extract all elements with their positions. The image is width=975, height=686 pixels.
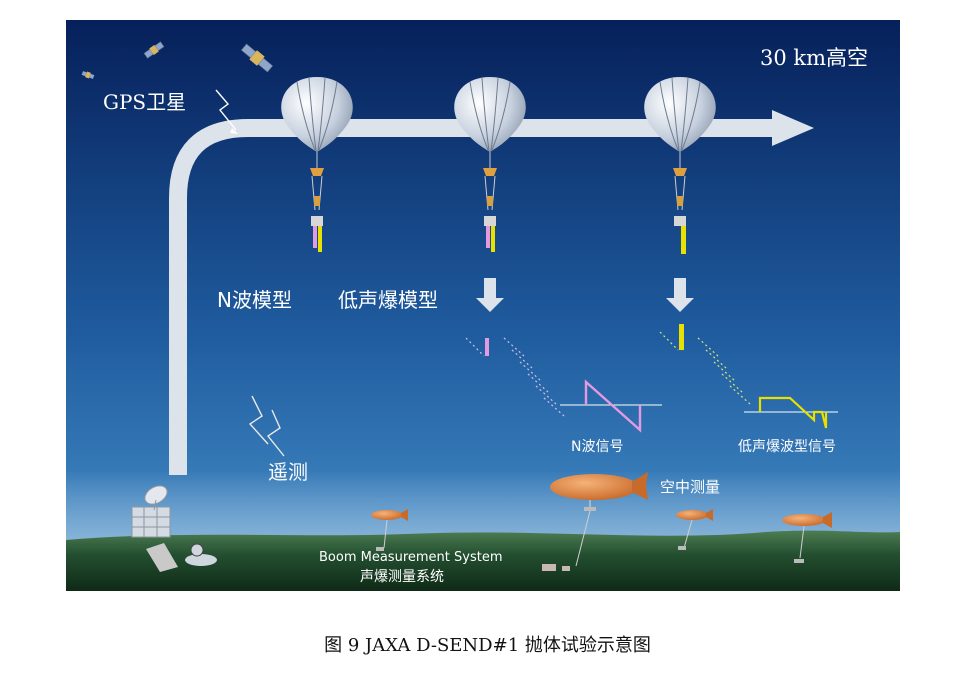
balloon-1 — [281, 77, 353, 252]
horizon-haze — [66, 470, 900, 540]
flight-path-arrowhead — [772, 110, 814, 146]
ground-sensor — [794, 559, 804, 563]
satellite-icon-small — [143, 41, 165, 59]
altitude-label: 30 km高空 — [760, 46, 869, 70]
diagram-canvas — [66, 20, 900, 591]
satellite-icon-large — [240, 43, 274, 73]
n-wave-shock-lines — [465, 337, 565, 417]
satellite-icon-tiny — [81, 71, 95, 79]
n-wave-signal-trace — [584, 379, 642, 433]
blimp-small-3 — [782, 512, 832, 559]
telemetry-label: 遥测 — [268, 460, 308, 484]
n-wave-model-label: N波模型 — [217, 288, 292, 312]
figure-caption: 图 9 JAXA D-SEND#1 抛体试验示意图 — [324, 635, 651, 656]
low-boom-model-label: 低声爆模型 — [338, 288, 438, 312]
balloon-3 — [644, 77, 716, 254]
balloon-2 — [454, 77, 526, 252]
ground — [66, 530, 900, 591]
diagram-panel: 30 km高空 GPS卫星 N波模型 低声爆模型 遥测 N波信号 低声爆波型信号… — [66, 20, 900, 591]
blimp-small-1 — [371, 509, 408, 549]
ground-sensor — [376, 547, 384, 551]
measurement-vehicle — [542, 564, 556, 571]
n-wave-signal-label: N波信号 — [571, 439, 624, 455]
low-boom-signal-trace — [758, 396, 828, 429]
gps-satellite-label: GPS卫星 — [103, 90, 187, 114]
blimp-small-2 — [676, 509, 713, 549]
blimp-large — [550, 472, 648, 567]
falling-low-boom-model — [679, 324, 684, 350]
drop-arrow-1 — [476, 278, 504, 312]
low-boom-signal-label: 低声爆波型信号 — [738, 439, 836, 455]
boom-measurement-system-cn-label: 声爆测量系统 — [360, 569, 444, 585]
ground-station-icon — [131, 485, 217, 572]
telemetry-signal-icon — [248, 395, 269, 445]
falling-n-wave-model — [485, 338, 489, 356]
airborne-measurement-label: 空中测量 — [660, 478, 721, 496]
flight-path-arrow — [169, 119, 776, 475]
low-boom-shock-lines — [659, 331, 751, 405]
ground-sensor — [678, 546, 686, 550]
drop-arrow-2 — [666, 278, 694, 312]
boom-measurement-system-label: Boom Measurement System — [319, 550, 503, 565]
gps-signal-icon — [215, 89, 237, 131]
